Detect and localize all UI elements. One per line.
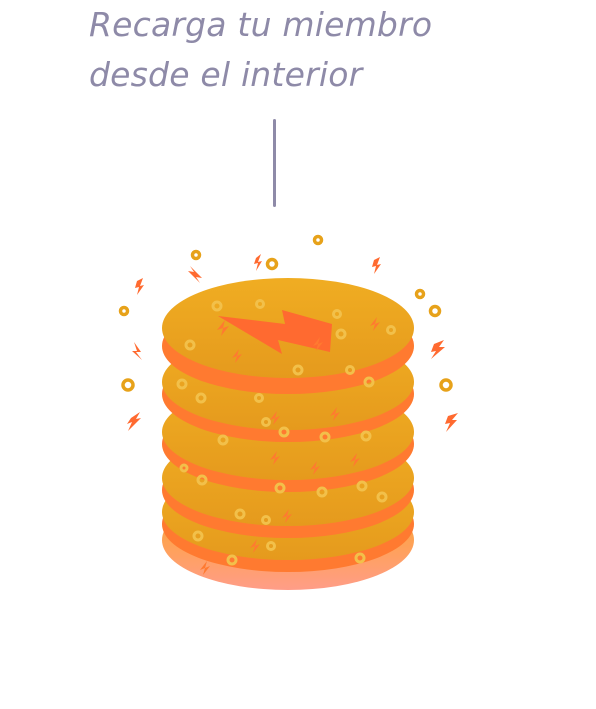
headline-line-2: desde el interior bbox=[89, 55, 363, 94]
headline-line-1: Recarga tu miembro bbox=[89, 5, 433, 44]
floating-bolts bbox=[127, 254, 458, 432]
disc-rings bbox=[176, 299, 396, 566]
floating-rings bbox=[118, 234, 453, 392]
disc-bolts bbox=[200, 317, 380, 575]
coin-stack bbox=[162, 278, 414, 590]
connector-line bbox=[273, 119, 276, 207]
top-lightning-bolt bbox=[218, 310, 332, 354]
headline: Recarga tu miembro desde el interior bbox=[89, 0, 569, 100]
